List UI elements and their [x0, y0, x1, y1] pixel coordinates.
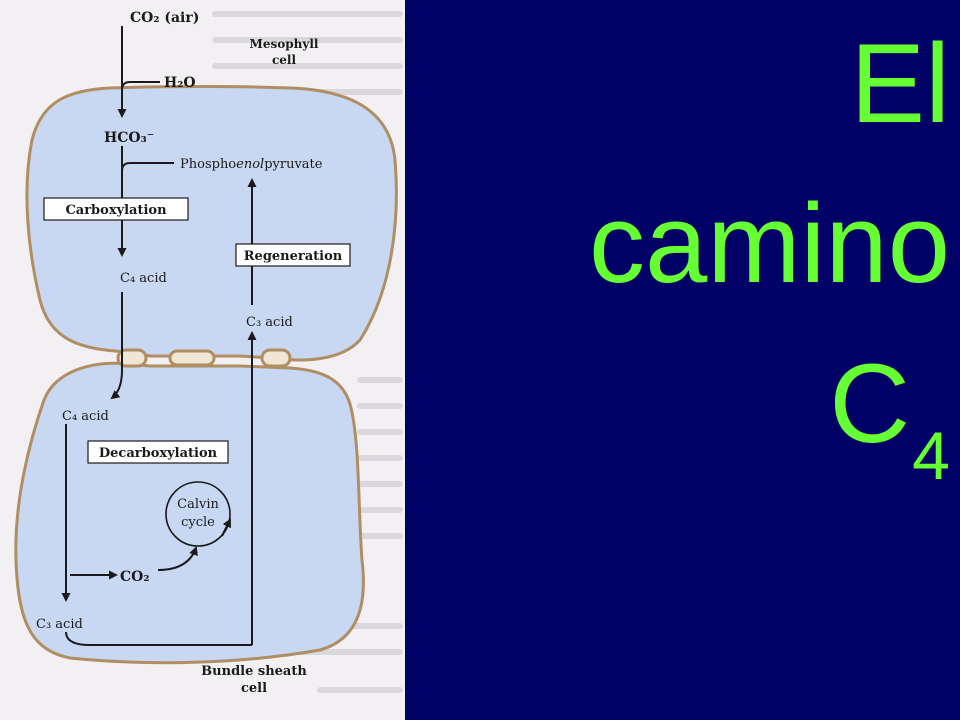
pep-prefix: Phospho [180, 157, 236, 172]
bundle-sheath-label-line-2: cell [241, 681, 267, 696]
pathway-arrows [61, 26, 257, 646]
bundle-sheath-cell-outline [14, 361, 365, 665]
co2-air-label: CO₂ (air) [130, 10, 199, 26]
title-line-1: El [850, 21, 950, 146]
phosphoenolpyruvate-label: Phosphoenolpyruvate [180, 157, 323, 172]
c4-acid-bundle-label: C₄ acid [62, 409, 109, 424]
hco3-label: HCO₃⁻ [104, 130, 154, 146]
calvin-cycle-label-line-1: Calvin [177, 497, 219, 512]
c3-acid-bundle-label: C₃ acid [36, 617, 83, 632]
carboxylation-box [43, 197, 189, 221]
bundle-sheath-label-line-1: Bundle sheath [201, 664, 307, 679]
calvin-cycle-label-line-2: cycle [181, 515, 215, 530]
c3-acid-mesophyll-label: C₃ acid [246, 315, 293, 330]
title-subscript-4: 4 [912, 418, 950, 495]
c4-diagram: CO₂ (air) Mesophyll cell H₂O HCO₃⁻ Phosp… [14, 10, 403, 696]
mesophyll-label-line-1: Mesophyll [250, 37, 319, 51]
c4-acid-mesophyll-label: C₄ acid [120, 271, 167, 286]
carboxylation-label: Carboxylation [65, 203, 167, 218]
plasmodesmata [116, 348, 292, 368]
decarboxylation-box [87, 440, 229, 464]
title-line-2: camino [588, 181, 950, 306]
h2o-label: H₂O [164, 75, 196, 91]
title-line-3: C4 [829, 348, 950, 491]
decarboxylation-label: Decarboxylation [99, 446, 218, 461]
title-panel: El camino C4 [405, 0, 960, 720]
pep-suffix: pyruvate [264, 157, 323, 172]
regeneration-box [235, 243, 351, 267]
mesophyll-cell-outline [25, 85, 398, 362]
regeneration-label: Regeneration [244, 249, 343, 264]
co2-released-label: CO₂ [120, 569, 149, 585]
title-c-letter: C [829, 341, 911, 466]
c4-pathway-figure: CO₂ (air) Mesophyll cell H₂O HCO₃⁻ Phosp… [0, 0, 405, 720]
mesophyll-label-line-2: cell [272, 53, 297, 67]
pep-italic: enol [236, 157, 264, 172]
